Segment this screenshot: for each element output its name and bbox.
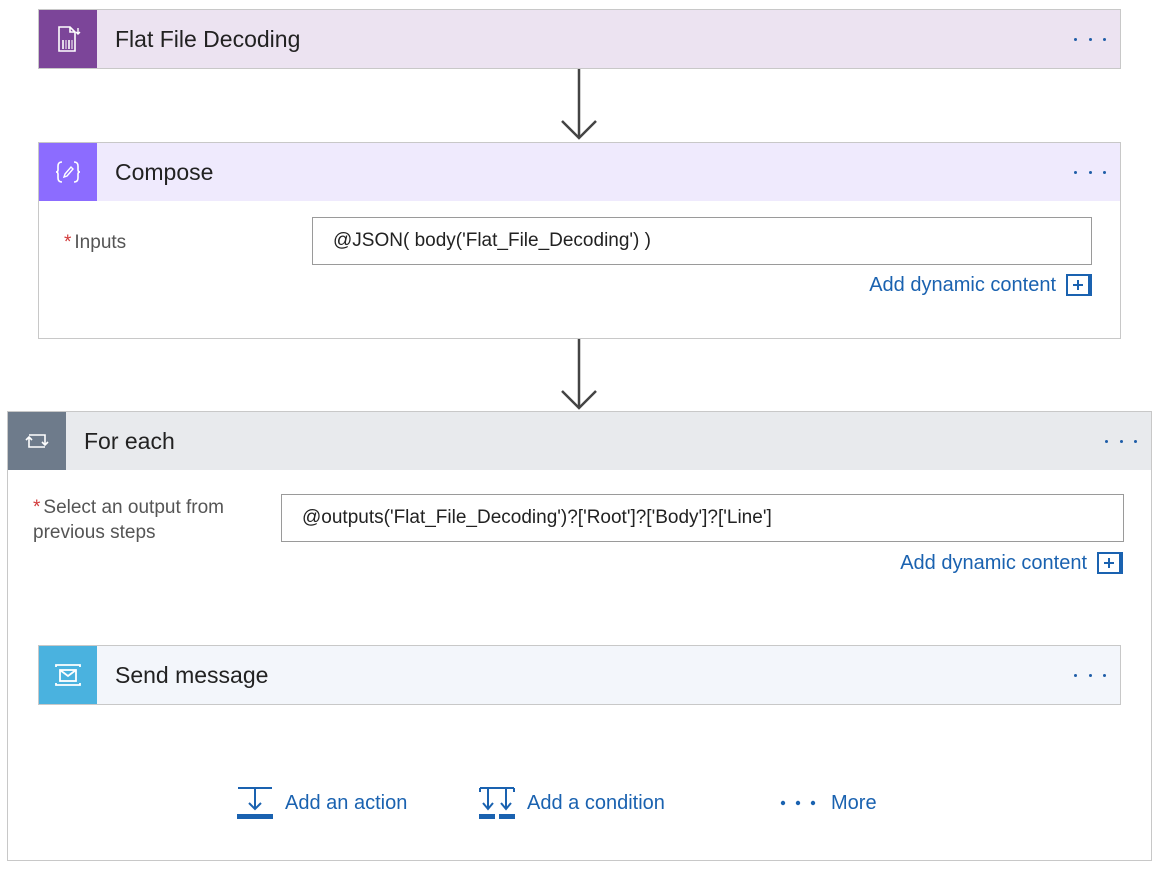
add-an-action-label: Add an action bbox=[285, 791, 408, 814]
add-dynamic-content-icon bbox=[1097, 552, 1123, 574]
add-a-condition-label: Add a condition bbox=[527, 791, 665, 814]
select-output-field[interactable]: @outputs('Flat_File_Decoding')?['Root']?… bbox=[281, 494, 1124, 542]
send-message-card[interactable]: Send message bbox=[38, 645, 1121, 705]
add-action-icon bbox=[237, 787, 273, 819]
compose-icon bbox=[39, 143, 97, 201]
required-mark: * bbox=[64, 232, 72, 253]
flat-file-decoding-header[interactable]: Flat File Decoding bbox=[39, 10, 1120, 68]
compose-card[interactable]: Compose *Inputs @JSON( body('Flat_File_D… bbox=[38, 142, 1121, 339]
for-each-add-dynamic-content-link[interactable]: Add dynamic content bbox=[900, 550, 1123, 576]
for-each-title: For each bbox=[84, 428, 175, 454]
for-each-header[interactable]: For each bbox=[8, 412, 1151, 470]
add-dynamic-content-icon bbox=[1066, 274, 1092, 296]
flat-file-decoding-icon bbox=[39, 10, 97, 68]
compose-more-ellipsis-icon[interactable] bbox=[1074, 160, 1106, 184]
service-bus-message-icon bbox=[39, 646, 97, 704]
select-output-label: *Select an output from previous steps bbox=[33, 495, 224, 545]
flat-file-decoding-title: Flat File Decoding bbox=[115, 26, 301, 52]
add-dynamic-content-label: Add dynamic content bbox=[869, 273, 1056, 296]
inputs-field[interactable]: @JSON( body('Flat_File_Decoding') ) bbox=[312, 217, 1092, 265]
compose-title: Compose bbox=[115, 159, 214, 185]
loop-icon bbox=[8, 412, 66, 470]
for-each-card[interactable]: For each *Select an output from previous… bbox=[7, 411, 1152, 861]
flat-file-more-ellipsis-icon[interactable] bbox=[1074, 27, 1106, 51]
add-dynamic-content-label: Add dynamic content bbox=[900, 551, 1087, 574]
send-message-title: Send message bbox=[115, 662, 269, 688]
send-message-more-ellipsis-icon[interactable] bbox=[1074, 663, 1106, 687]
more-button[interactable]: More bbox=[780, 790, 877, 816]
more-label: More bbox=[831, 791, 877, 814]
select-output-label-line1: Select an output from bbox=[43, 497, 225, 518]
compose-header[interactable]: Compose bbox=[39, 143, 1120, 201]
inputs-label-text: Inputs bbox=[74, 232, 127, 253]
ellipsis-icon bbox=[780, 800, 816, 806]
select-output-label-line2: previous steps bbox=[33, 522, 156, 543]
arrow-down-icon bbox=[561, 339, 597, 410]
add-condition-icon bbox=[479, 787, 515, 819]
inputs-label: *Inputs bbox=[64, 230, 126, 255]
for-each-more-ellipsis-icon[interactable] bbox=[1105, 429, 1137, 453]
arrow-down-icon bbox=[561, 69, 597, 140]
required-mark: * bbox=[33, 497, 41, 518]
add-a-condition-button[interactable]: Add a condition bbox=[478, 785, 665, 821]
add-an-action-button[interactable]: Add an action bbox=[236, 785, 407, 821]
compose-add-dynamic-content-link[interactable]: Add dynamic content bbox=[869, 272, 1092, 298]
flat-file-decoding-card[interactable]: Flat File Decoding bbox=[38, 9, 1121, 69]
send-message-header[interactable]: Send message bbox=[39, 646, 1120, 704]
